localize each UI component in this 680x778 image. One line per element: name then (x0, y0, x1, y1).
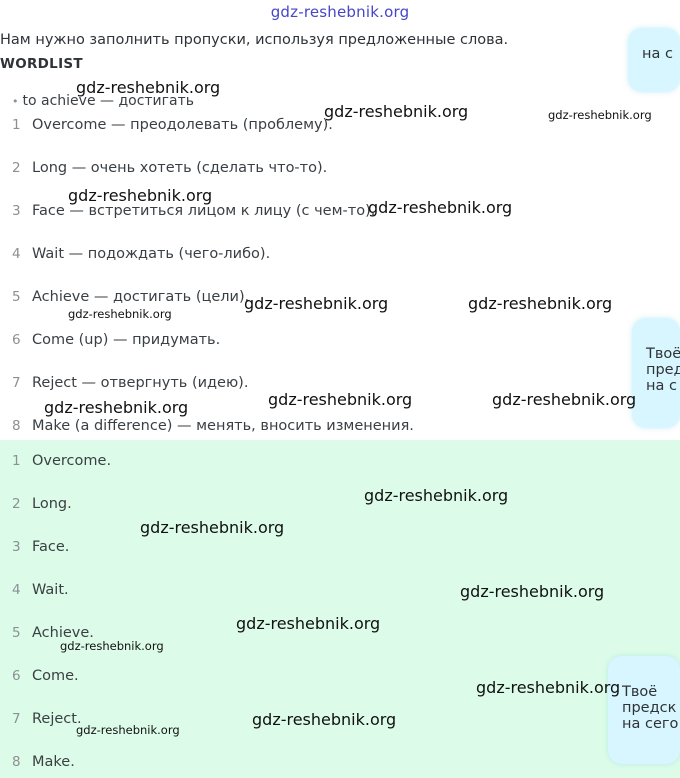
watermark: gdz-reshebnik.org (268, 390, 413, 409)
answer-text: Reject. (32, 711, 82, 727)
prediction-bubble[interactable]: Твоё предск на сего (608, 656, 680, 764)
answer-number: 3 (12, 539, 21, 555)
watermark: gdz-reshebnik.org (548, 108, 652, 122)
bubble-line: на с (646, 378, 677, 394)
watermark: gdz-reshebnik.org (140, 518, 285, 537)
bubble-line: Твоё (622, 684, 658, 700)
bubble-line: на с (642, 46, 673, 62)
item-text: Make (a difference) — менять, вносить из… (32, 418, 414, 434)
answer-item: 2 Long. (0, 493, 600, 515)
item-text: Overcome — преодолевать (проблему). (32, 117, 333, 133)
watermark: gdz-reshebnik.org (244, 294, 389, 313)
answer-number: 6 (12, 668, 21, 684)
watermark: gdz-reshebnik.org (76, 723, 180, 737)
answer-item: 7 Reject. (0, 708, 600, 730)
prediction-bubble[interactable]: Твоё пред на с (632, 318, 680, 428)
item-text: Achieve — достигать (цели). (32, 289, 250, 305)
answer-text: Come. (32, 668, 79, 684)
answers-panel (0, 440, 680, 778)
answer-number: 8 (12, 754, 21, 770)
item-number: 3 (12, 203, 21, 219)
item-number: 1 (12, 117, 21, 133)
item-text: Wait — подождать (чего-либо). (32, 246, 271, 262)
wordlist-item: 2 Long — очень хотеть (сделать что-то). (0, 157, 600, 179)
item-number: 5 (12, 289, 21, 305)
bubble-line: на сего (622, 716, 679, 732)
answer-item: 3 Face. (0, 536, 600, 558)
item-text: Reject — отвергнуть (идею). (32, 375, 249, 391)
answer-number: 1 (12, 453, 21, 469)
bubble-line: Твоё (646, 346, 680, 362)
watermark: gdz-reshebnik.org (364, 486, 509, 505)
wordlist-title: WORDLIST (0, 56, 83, 72)
prediction-bubble[interactable]: на с (628, 28, 680, 92)
item-number: 2 (12, 160, 21, 176)
answer-number: 4 (12, 582, 21, 598)
wordlist-bullet: •to achieve — достигать (12, 92, 194, 111)
answer-number: 7 (12, 711, 21, 727)
site-header-link[interactable]: gdz-reshebnik.org (270, 3, 410, 21)
wordlist-item: 3 Face — встретиться лицом к лицу (с чем-… (0, 200, 600, 222)
bubble-line: пред (646, 362, 680, 378)
answer-item: 8 Make. (0, 751, 600, 773)
bubble-line: предск (622, 700, 677, 716)
answer-text: Wait. (32, 582, 69, 598)
item-text: Come (up) — придумать. (32, 332, 221, 348)
bullet-dot-icon: • (12, 95, 19, 108)
watermark: gdz-reshebnik.org (368, 198, 513, 217)
answer-text: Overcome. (32, 453, 112, 469)
watermark: gdz-reshebnik.org (68, 186, 213, 205)
watermark: gdz-reshebnik.org (460, 582, 605, 601)
watermark: gdz-reshebnik.org (468, 294, 613, 313)
answer-item: 1 Overcome. (0, 450, 600, 472)
item-text: Face — встретиться лицом к лицу (с чем-т… (32, 203, 376, 219)
wordlist-bullet-text: to achieve — достигать (22, 93, 195, 109)
intro-text: Нам нужно заполнить пропуски, используя … (0, 32, 509, 48)
answer-text: Face. (32, 539, 70, 555)
wordlist-item: 6 Come (up) — придумать. (0, 329, 600, 351)
watermark: gdz-reshebnik.org (236, 614, 381, 633)
answer-text: Make. (32, 754, 75, 770)
wordlist-item: 8 Make (a difference) — менять, вносить и… (0, 415, 600, 437)
watermark: gdz-reshebnik.org (76, 78, 221, 97)
wordlist-item: 7 Reject — отвергнуть (идею). (0, 372, 600, 394)
watermark: gdz-reshebnik.org (252, 710, 397, 729)
answer-number: 2 (12, 496, 21, 512)
watermark: gdz-reshebnik.org (44, 398, 189, 417)
item-number: 8 (12, 418, 21, 434)
watermark: gdz-reshebnik.org (476, 678, 621, 697)
answer-number: 5 (12, 625, 21, 641)
watermark: gdz-reshebnik.org (60, 639, 164, 653)
watermark: gdz-reshebnik.org (68, 307, 172, 321)
answer-item: 5 Achieve. (0, 622, 600, 644)
item-number: 4 (12, 246, 21, 262)
answer-item: 6 Come. (0, 665, 600, 687)
item-number: 6 (12, 332, 21, 348)
item-text: Long — очень хотеть (сделать что-то). (32, 160, 328, 176)
wordlist-item: 1 Overcome — преодолевать (проблему). (0, 114, 600, 136)
watermark: gdz-reshebnik.org (324, 102, 469, 121)
answer-text: Long. (32, 496, 72, 512)
wordlist-item: 4 Wait — подождать (чего-либо). (0, 243, 600, 265)
wordlist-item: 5 Achieve — достигать (цели). (0, 286, 600, 308)
watermark: gdz-reshebnik.org (492, 390, 637, 409)
answer-text: Achieve. (32, 625, 94, 641)
item-number: 7 (12, 375, 21, 391)
answer-item: 4 Wait. (0, 579, 600, 601)
